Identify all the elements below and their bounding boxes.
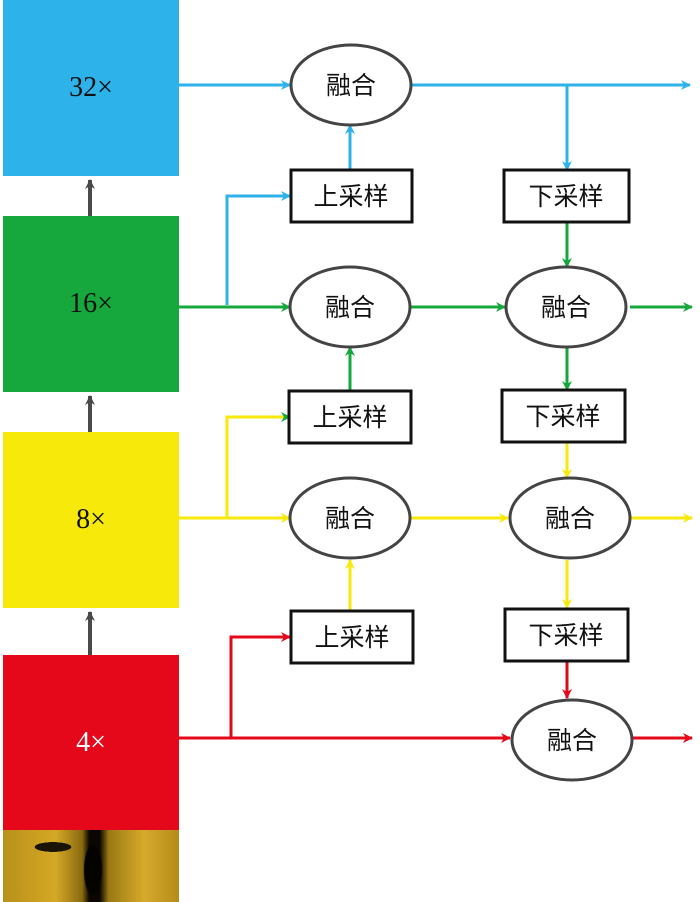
green-paths [179, 223, 693, 518]
red-paths [179, 632, 693, 743]
blue-paths [179, 80, 691, 305]
upsample-box-3: 上采样 [289, 609, 415, 665]
fuse-node-8b: 融合 [508, 476, 632, 560]
scale-label-32x: 32× [69, 72, 113, 103]
fuse-node-16b: 融合 [504, 265, 628, 349]
upsample-label: 上采样 [313, 182, 388, 211]
downsample-box-3: 下采样 [503, 607, 630, 663]
upsample-label: 上采样 [314, 623, 389, 652]
upsample-label: 上采样 [312, 403, 387, 432]
arrow-8-to-up2 [225, 412, 291, 518]
scale-box-8x: 8× [3, 432, 179, 608]
fuse-label: 融合 [545, 504, 595, 533]
downsample-box-2: 下采样 [500, 388, 627, 444]
fuse-label: 融合 [541, 293, 591, 322]
arrow-4-to-up3 [229, 632, 291, 738]
fusion-nodes: 融合 融合 融合 融合 融合 融合 [288, 43, 634, 782]
fuse-node-4: 融合 [510, 698, 634, 782]
fuse-node-8a: 融合 [288, 476, 412, 560]
scale-box-16x: 16× [3, 216, 179, 392]
scale-box-4x: 4× [3, 655, 179, 830]
fuse-label: 融合 [325, 293, 375, 322]
upsample-box-1: 上采样 [289, 168, 414, 224]
downsample-box-1: 下采样 [502, 168, 631, 224]
scale-label-4x: 4× [76, 726, 106, 758]
yellow-paths [179, 443, 693, 610]
scale-box-32x: 32× [3, 0, 179, 176]
downsample-label: 下采样 [528, 182, 603, 211]
downsample-label: 下采样 [525, 402, 600, 431]
fuse-label: 融合 [325, 504, 375, 533]
scale-label-16x: 16× [69, 288, 113, 319]
upsample-box-2: 上采样 [287, 389, 413, 445]
fuse-label: 融合 [547, 726, 597, 755]
arrow-16-to-up1 [225, 191, 291, 305]
scale-label-8x: 8× [76, 504, 106, 535]
sampling-boxes: 上采样 下采样 上采样 下采样 上采样 下采样 [287, 168, 631, 665]
fuse-node-16a: 融合 [288, 265, 412, 349]
sonar-image [3, 830, 179, 902]
downsample-label: 下采样 [528, 621, 603, 650]
fuse-node-32: 融合 [289, 43, 413, 127]
fuse-label: 融合 [326, 71, 376, 100]
